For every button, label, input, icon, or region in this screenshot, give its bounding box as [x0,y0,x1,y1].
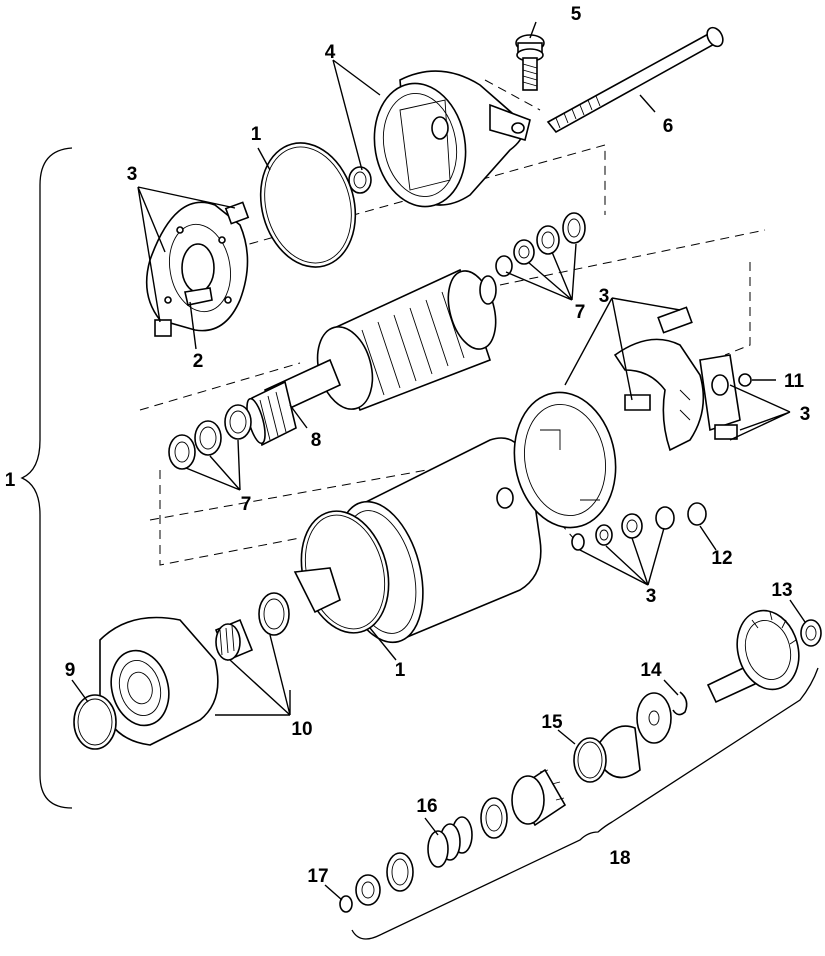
callout-14: 14 [640,660,662,681]
callout-6: 6 [663,116,674,137]
drive-shaft [672,609,822,716]
callout-15: 15 [541,712,563,733]
rear-end-cap [348,70,531,208]
brush-holder-right [613,306,752,452]
callout-10: 10 [291,719,312,740]
callout-3-washers: 3 [646,586,657,607]
callout-3-brush-plate: 3 [127,164,138,185]
callout-7-left: 7 [241,494,252,515]
callout-12: 12 [711,548,732,569]
through-bolt [546,26,724,134]
callout-1-o-ring-bottom: 1 [395,660,406,681]
callout-18: 18 [609,848,630,869]
spring-stack [339,816,473,913]
callout-3-brush-right: 3 [800,404,811,425]
leader-lines [71,21,806,901]
callout-5: 5 [571,4,582,25]
mounting-screw [515,34,545,91]
callout-17: 17 [307,866,328,887]
washer-stack-top [495,212,586,277]
callout-labels: 1 1 1 2 3 3 3 3 4 5 6 7 7 8 9 10 11 12 1… [5,4,811,887]
callout-1-assembly: 1 [5,470,16,491]
brush-plate [145,201,250,337]
assembly-bracket-1 [20,147,73,809]
callout-9: 9 [65,660,76,681]
callout-16: 16 [416,796,437,817]
callout-1-o-ring-top: 1 [251,124,262,145]
armature [246,268,497,447]
magnet-ring [513,391,617,529]
washer-stack-left [168,404,252,470]
callout-4: 4 [325,42,336,63]
drive-end-housing [73,616,219,750]
drive-bracket-18 [351,667,819,940]
callout-13: 13 [771,580,792,601]
washer-stack-bottom [571,502,707,551]
callout-11: 11 [784,371,805,392]
callout-7-top: 7 [575,302,586,323]
o-ring-top [259,142,357,268]
callout-2: 2 [193,351,204,372]
o-ring-bottom [293,510,390,634]
callout-8: 8 [311,430,322,451]
bearing-set [214,592,290,662]
overrunning-clutch [480,692,672,839]
callout-3-brush-top: 3 [599,286,610,307]
